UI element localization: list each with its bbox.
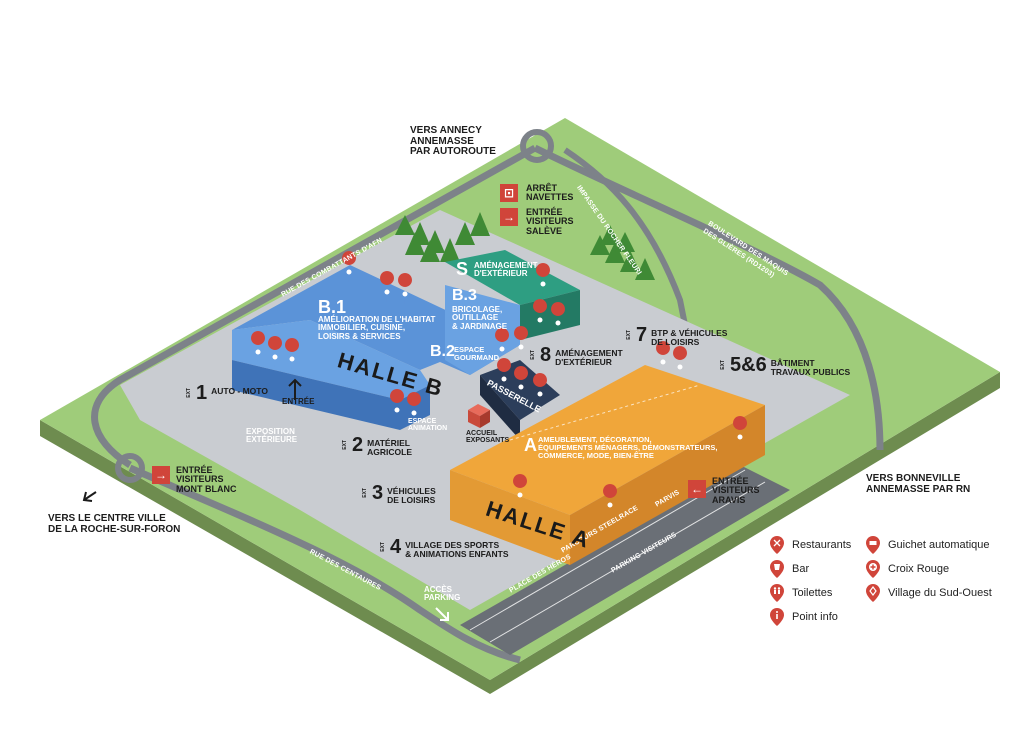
- halle-a-front: [450, 470, 570, 565]
- legend-village: Village du Sud-Ouest: [866, 584, 992, 602]
- halle-b-front: [232, 360, 430, 430]
- passerelle-side: [480, 375, 520, 440]
- entree-montblanc-arrow-icon: →: [152, 466, 170, 484]
- accueil-cube-top: [468, 404, 490, 416]
- bus-icon: ⊡: [500, 184, 518, 202]
- road-centaures: [128, 464, 521, 664]
- accueil-cube-left: [468, 410, 480, 428]
- halle-s-roof: [445, 250, 580, 305]
- b2-code: B.2: [430, 343, 455, 360]
- halle-b3-block: [445, 285, 520, 375]
- entree-aravis-arrow-icon: ←: [688, 480, 706, 498]
- road-north: [533, 144, 884, 451]
- info-icon: [770, 608, 784, 626]
- roundabout-north: [520, 129, 554, 163]
- a-code: A: [524, 435, 537, 455]
- trees-right: [590, 225, 655, 280]
- map-pins: [251, 251, 748, 515]
- acces-parking-arrow: [435, 607, 449, 621]
- halle-a-dashed: [509, 384, 701, 441]
- road-top-left: [91, 144, 537, 468]
- a-text: AMEUBLEMENT, DÉCORATION,ÉQUIPEMENTS MÉNA…: [538, 435, 718, 460]
- b3-code: B.3: [452, 287, 477, 304]
- entree-label: ENTRÉE: [282, 397, 315, 406]
- village-icon: [866, 584, 880, 602]
- red-cross-icon: [866, 560, 880, 578]
- legend-restaurants: Restaurants: [770, 536, 851, 554]
- centre-arrow: [82, 491, 97, 502]
- trees-left: [395, 212, 490, 262]
- terrain-edge: [40, 372, 1000, 694]
- passerelle-body: [480, 360, 560, 420]
- entree-saleve-arrow-icon: →: [500, 208, 518, 226]
- cutlery-icon: [770, 536, 784, 554]
- b3-text: BRICOLAGE,OUTILLAGE& JARDINAGE: [452, 305, 508, 331]
- accueil-cube-right: [480, 410, 490, 428]
- roundabout-west: [115, 453, 145, 483]
- map-pin-dots: [255, 269, 743, 508]
- legend-point-info: Point info: [770, 608, 838, 626]
- legend-croix-rouge: Croix Rouge: [866, 560, 949, 578]
- atm-icon: [866, 536, 880, 554]
- entree-arrow: [288, 378, 302, 400]
- parking-area: [460, 465, 790, 655]
- toilets-icon: [770, 584, 784, 602]
- halle-a-side: [570, 405, 765, 565]
- b1-code: B.1: [318, 297, 347, 317]
- s-code: S: [456, 259, 469, 279]
- legend-bar: Bar: [770, 560, 809, 578]
- legend-toilettes: Toilettes: [770, 584, 832, 602]
- legend-guichet: Guichet automatique: [866, 536, 990, 554]
- halle-b-roof-2: [232, 320, 430, 400]
- halle-a-roof: [450, 365, 765, 515]
- road-rocher: [563, 147, 693, 351]
- cup-icon: [770, 560, 784, 578]
